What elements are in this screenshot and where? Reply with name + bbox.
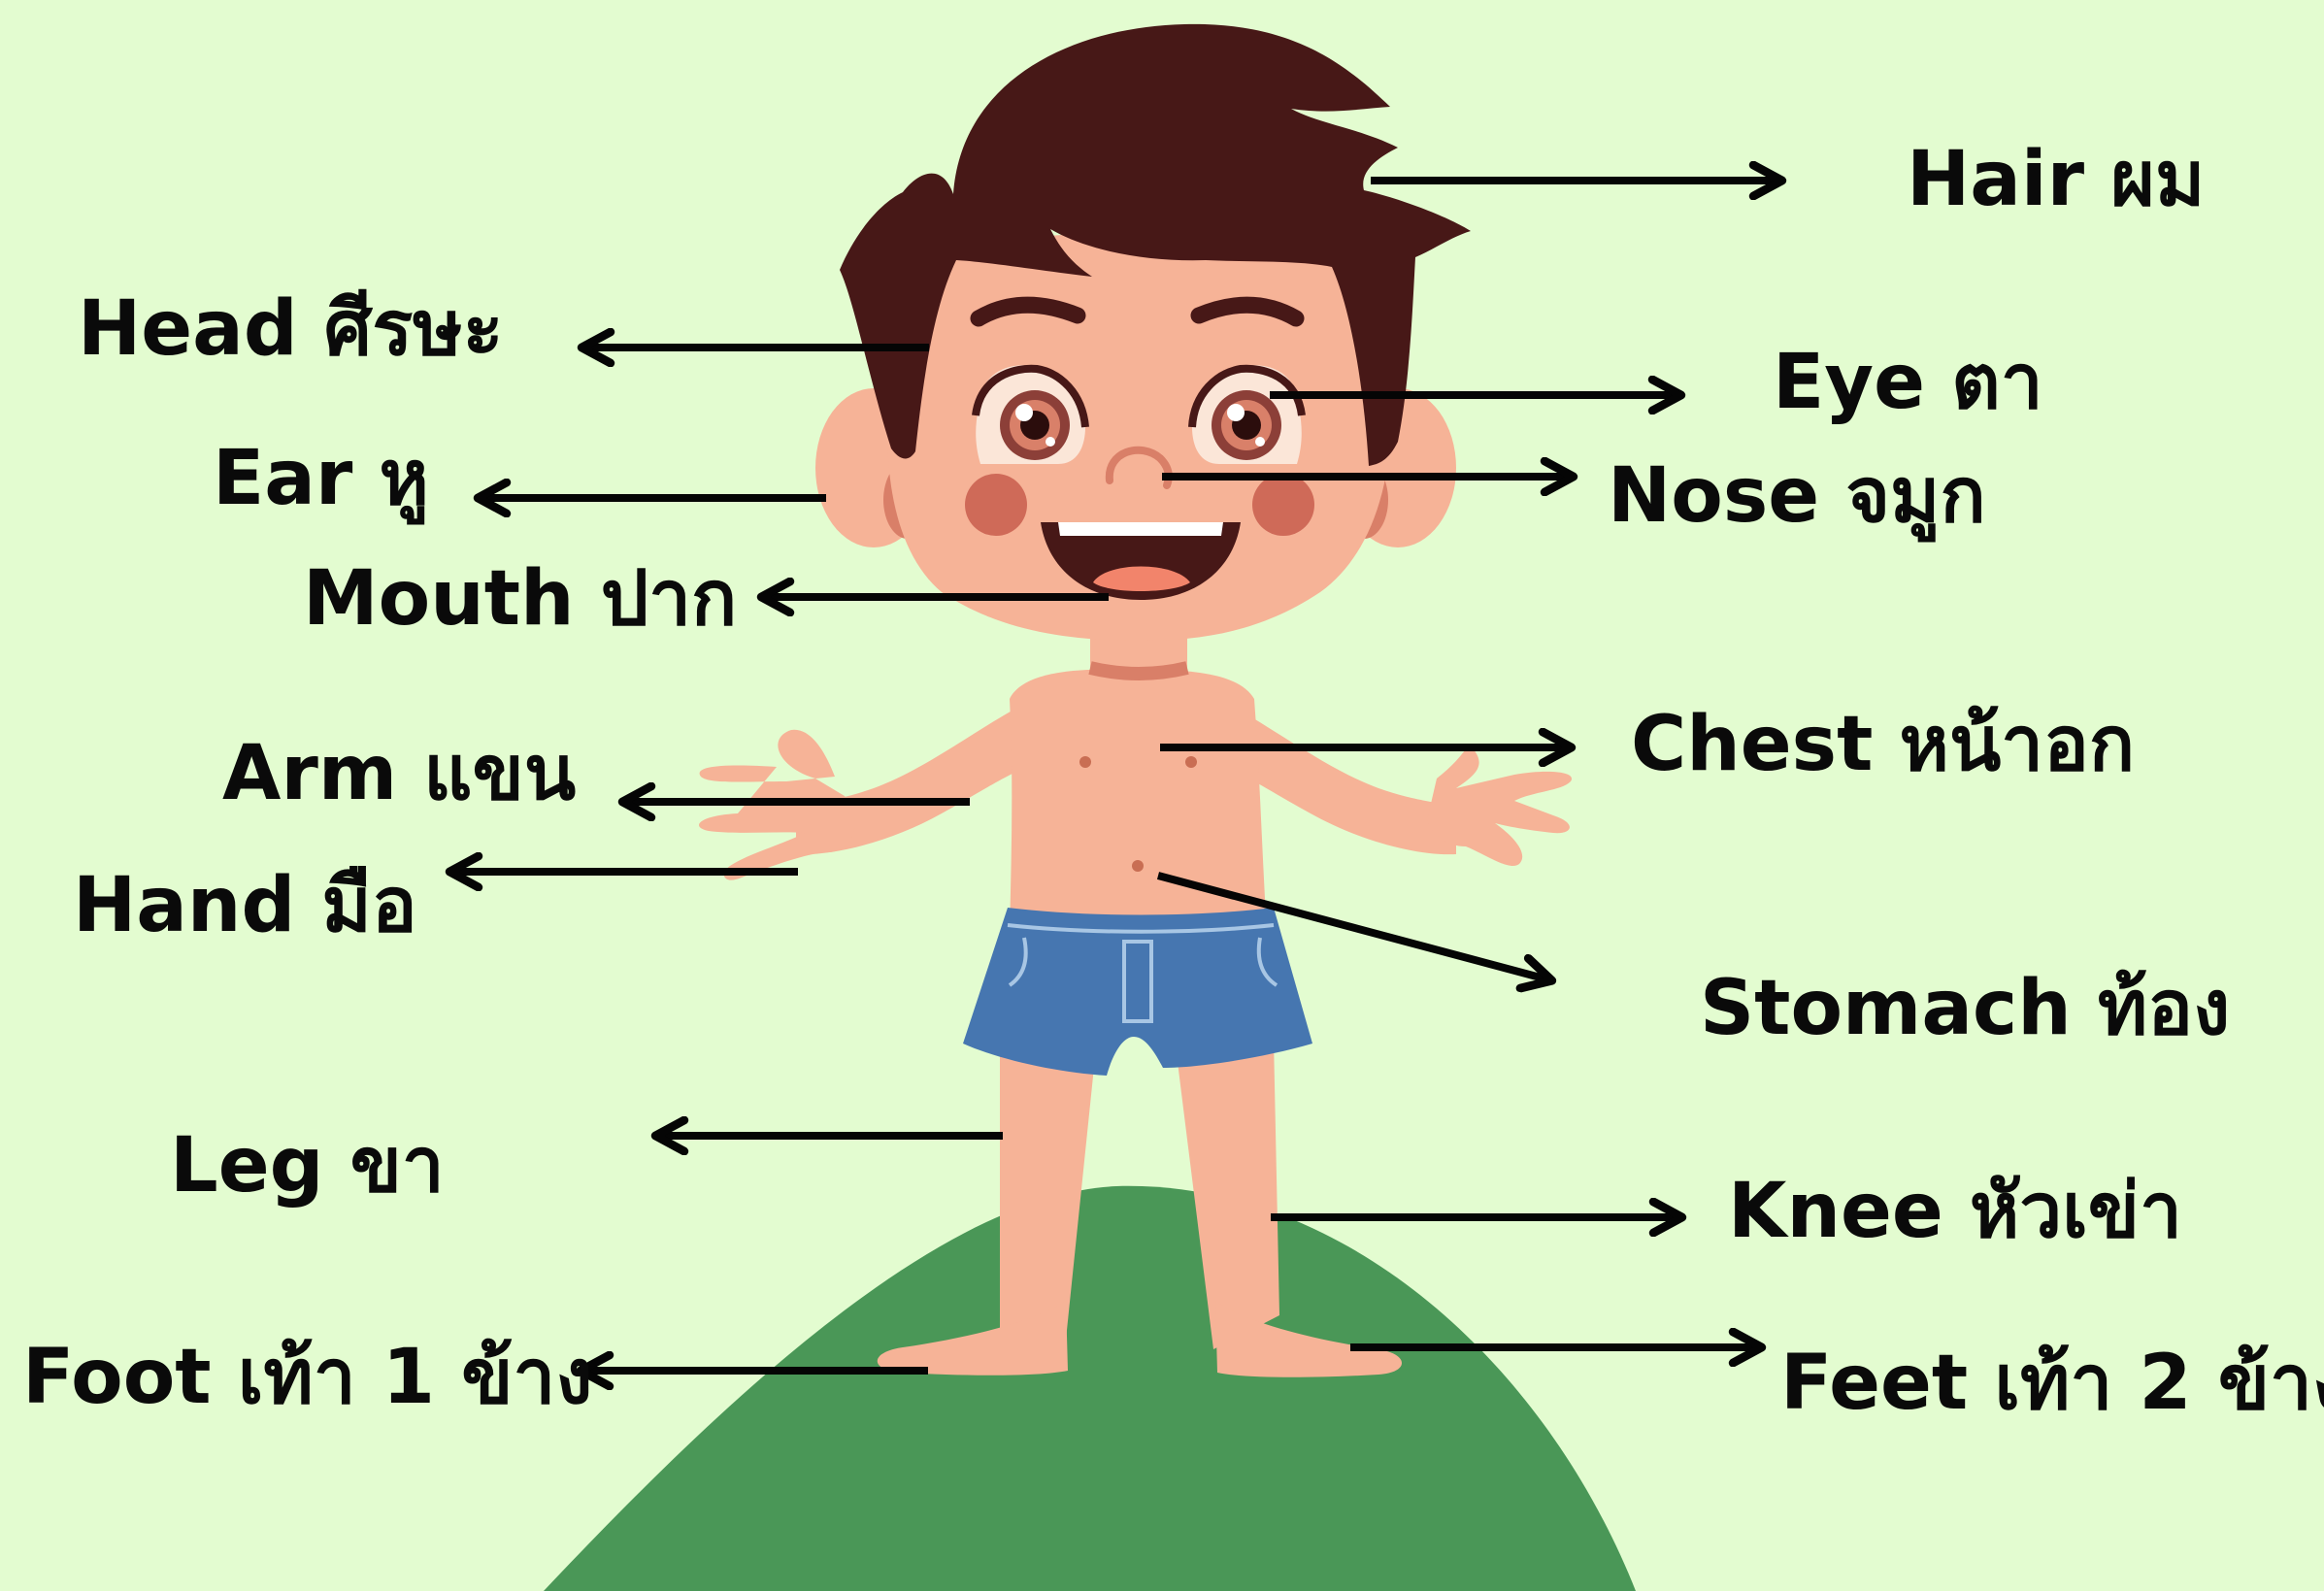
arm-label: Arm แขน — [222, 736, 576, 812]
chest-label: Chest หน้าอก — [1631, 707, 2135, 782]
nose-label: Nose จมูก — [1608, 458, 1986, 534]
right-nipple — [1185, 756, 1197, 768]
left-cheek — [965, 474, 1027, 536]
belly-button — [1132, 860, 1144, 872]
ear-label: Ear หู — [213, 441, 429, 516]
leg-label: Leg ขา — [170, 1128, 445, 1204]
right-cheek — [1252, 474, 1314, 536]
hand-label: Hand มือ — [73, 868, 417, 944]
feet-label: Feet เท้า 2 ข้าง — [1780, 1345, 2324, 1421]
knee-label: Knee หัวเข่า — [1728, 1174, 2182, 1249]
head-label: Head ศีรษะ — [78, 291, 504, 367]
foot-label: Foot เท้า 1 ข้าง — [22, 1340, 592, 1415]
stomach-label: Stomach ท้อง — [1700, 971, 2230, 1046]
hill — [544, 1186, 1636, 1591]
eye-label: Eye ตา — [1773, 345, 2043, 420]
mouth-label: Mouth ปาก — [303, 561, 737, 637]
hair-label: Hair ผม — [1907, 142, 2205, 217]
left-nipple — [1079, 756, 1091, 768]
